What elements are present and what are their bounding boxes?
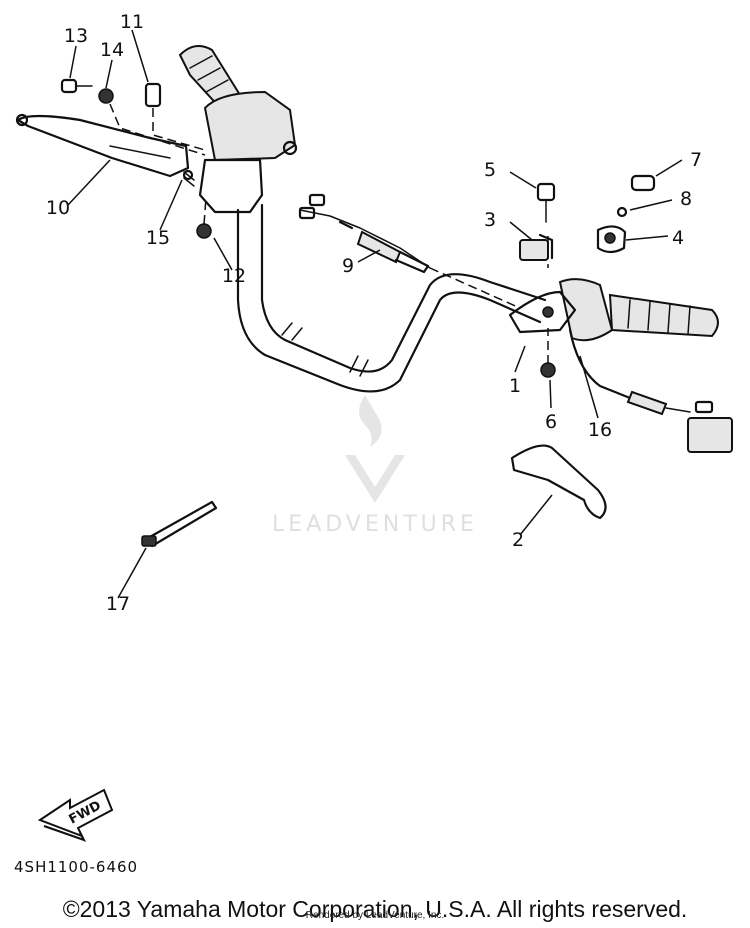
drawing-code: 4SH1100-6460 [14,858,139,876]
callout-9: 9 [342,255,354,277]
callout-8: 8 [680,188,692,210]
small-fasteners-left [60,78,212,239]
rendered-by-notice: Rendered by LeadVenture, Inc. [305,910,445,921]
callout-13: 13 [64,25,88,47]
left-grip-assembly [178,45,298,214]
left-lever [15,113,190,178]
callout-4: 4 [672,227,684,249]
callout-17: 17 [106,593,130,615]
copyright-notice: ©2013 Yamaha Motor Corporation, U.S.A. A… [62,896,688,922]
callout-14: 14 [100,39,124,61]
assembly-lines-left [109,103,207,225]
callout-1: 1 [509,375,521,397]
callout-15: 15 [146,227,170,249]
callout-2: 2 [512,529,524,551]
handlebar [236,203,547,393]
throttle-cable [298,193,521,309]
callout-7: 7 [690,149,702,171]
right-grip-assembly [508,174,719,378]
callout-3: 3 [484,209,496,231]
watermark-logo: LEADVENTURE [272,395,478,537]
cable-tie [141,500,218,548]
callout-6: 6 [545,411,557,433]
callout-5: 5 [484,159,496,181]
leader-lines [67,29,683,599]
callout-10: 10 [46,197,70,219]
callout-16: 16 [588,419,612,441]
callout-11: 11 [120,11,144,33]
fwd-arrow-icon: FWD [37,788,114,842]
callout-12: 12 [222,265,246,287]
watermark-text: LEADVENTURE [272,512,478,537]
callout-numbers: 1 2 3 4 5 6 7 8 9 10 11 12 13 14 15 16 1… [46,11,702,615]
